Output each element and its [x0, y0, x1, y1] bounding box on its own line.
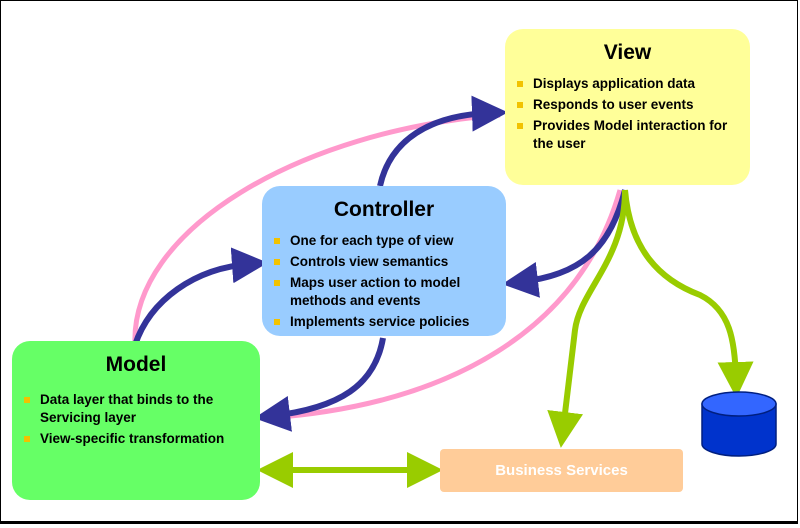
arrow-controller-to-view	[377, 95, 508, 187]
bullet-icon	[274, 280, 280, 286]
arrow-view-to-database	[622, 189, 754, 398]
arrow-model-to-controller	[132, 247, 268, 346]
bullet-icon	[517, 81, 523, 87]
list-item: Responds to user events	[515, 96, 740, 114]
list-item-text: Implements service policies	[290, 314, 470, 329]
database-cylinder-icon	[701, 391, 777, 457]
arrow-view-to-business-services	[547, 189, 628, 448]
bullet-icon	[274, 238, 280, 244]
business-services-box: Business Services	[440, 449, 683, 492]
bullet-icon	[24, 436, 30, 442]
list-item: Data layer that binds to the Servicing l…	[22, 391, 250, 427]
list-item-text: Responds to user events	[533, 97, 694, 112]
list-item: One for each type of view	[272, 232, 496, 250]
arrow-view-to-controller	[502, 189, 628, 298]
model-list: Data layer that binds to the Servicing l…	[22, 391, 250, 448]
list-item: Implements service policies	[272, 313, 496, 331]
view-box: View Displays application data Responds …	[505, 29, 750, 185]
list-item-text: Displays application data	[533, 76, 696, 91]
controller-title: Controller	[333, 198, 435, 221]
controller-list: One for each type of view Controls view …	[272, 232, 496, 331]
view-title: View	[603, 41, 652, 64]
list-item-text: One for each type of view	[290, 233, 454, 248]
model-title: Model	[105, 353, 167, 376]
list-item: Controls view semantics	[272, 253, 496, 271]
view-list: Displays application data Responds to us…	[515, 75, 740, 153]
list-item-text: Maps user action to model methods and ev…	[290, 275, 461, 308]
list-item: View-specific transformation	[22, 430, 250, 448]
business-services-label: Business Services	[495, 462, 628, 479]
bullet-icon	[517, 123, 523, 129]
list-item: Displays application data	[515, 75, 740, 93]
list-item-text: View-specific transformation	[40, 431, 225, 446]
bullet-icon	[24, 397, 30, 403]
list-item: Maps user action to model methods and ev…	[272, 274, 496, 310]
arrow-controller-to-model	[254, 337, 386, 432]
list-item-text: Data layer that binds to the Servicing l…	[40, 392, 214, 425]
bullet-icon	[274, 319, 280, 325]
list-item-text: Controls view semantics	[290, 254, 449, 269]
bullet-icon	[517, 102, 523, 108]
pink-arc-model-to-view	[132, 112, 501, 346]
model-box: Model Data layer that binds to the Servi…	[12, 341, 260, 500]
list-item: Provides Model interaction for the user	[515, 117, 740, 153]
controller-box: Controller One for each type of view Con…	[262, 186, 506, 336]
bullet-icon	[274, 259, 280, 265]
list-item-text: Provides Model interaction for the user	[533, 118, 728, 151]
